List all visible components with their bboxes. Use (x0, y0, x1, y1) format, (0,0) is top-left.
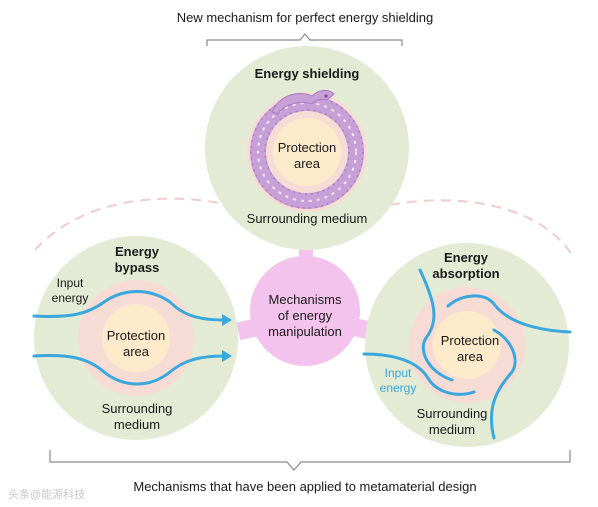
center-hub: Mechanisms of energy manipulation (250, 256, 360, 366)
bypass-medium-label-1: Surrounding (102, 401, 173, 416)
ouroboros-dragon-icon (250, 89, 364, 209)
energy-shielding-panel: Energy shielding Protection area Surroun… (205, 46, 409, 250)
shielding-protection-label-1: Protection (278, 140, 337, 155)
hub-label-1: Mechanisms (269, 292, 342, 307)
shielding-protection-area (273, 118, 341, 186)
bypass-protection-label-2: area (123, 344, 150, 359)
bypass-input-label-2: energy (52, 291, 89, 305)
bypass-title-2: bypass (115, 260, 160, 275)
bypass-medium-label-2: medium (114, 417, 160, 432)
hub-circle (250, 256, 360, 366)
bypass-flow-upper (32, 290, 226, 322)
hub-label-3: manipulation (268, 324, 342, 339)
watermark: 头条@能源科技 (8, 487, 85, 501)
absorption-arm-right (446, 294, 572, 334)
dashed-wave-left (34, 197, 231, 251)
shielding-title: Energy shielding (255, 66, 360, 81)
absorption-arm-top (418, 268, 454, 382)
absorption-protection-label-1: Protection (441, 333, 500, 348)
absorption-spiral-arms (362, 268, 572, 440)
hub-label-2: of energy (278, 308, 333, 323)
bypass-input-label-1: Input (57, 276, 84, 290)
shielding-medium-label: Surrounding medium (247, 211, 368, 226)
absorption-protection-area (433, 311, 501, 379)
absorption-arm-left (362, 352, 476, 396)
absorption-medium-label-1: Surrounding (417, 406, 488, 421)
energy-bypass-panel: Energy bypass Input energy Protection ar… (32, 236, 238, 440)
energy-absorption-panel: Energy absorption Protection area Input … (362, 243, 572, 447)
absorption-medium-label-2: medium (429, 422, 475, 437)
shielding-protection-label-2: area (294, 156, 321, 171)
bottom-caption: Mechanisms that have been applied to met… (133, 479, 476, 494)
absorption-title-2: absorption (432, 266, 499, 281)
absorption-arm-bottom (489, 328, 517, 440)
bypass-protection-area (102, 304, 170, 372)
top-caption: New mechanism for perfect energy shieldi… (177, 10, 434, 25)
absorption-title-1: Energy (444, 250, 489, 265)
bypass-flow-lower (32, 354, 226, 386)
absorption-input-label-2: energy (380, 381, 417, 395)
dashed-wave-right (389, 199, 573, 256)
bypass-arrowhead-upper (222, 314, 232, 326)
absorption-protection-label-2: area (457, 349, 484, 364)
bypass-protection-label-1: Protection (107, 328, 166, 343)
bottom-bracket (49, 450, 571, 471)
top-bracket (206, 33, 403, 46)
absorption-input-label-1: Input (385, 366, 412, 380)
bypass-arrowhead-lower (222, 350, 232, 362)
bypass-title-1: Energy (115, 244, 160, 259)
